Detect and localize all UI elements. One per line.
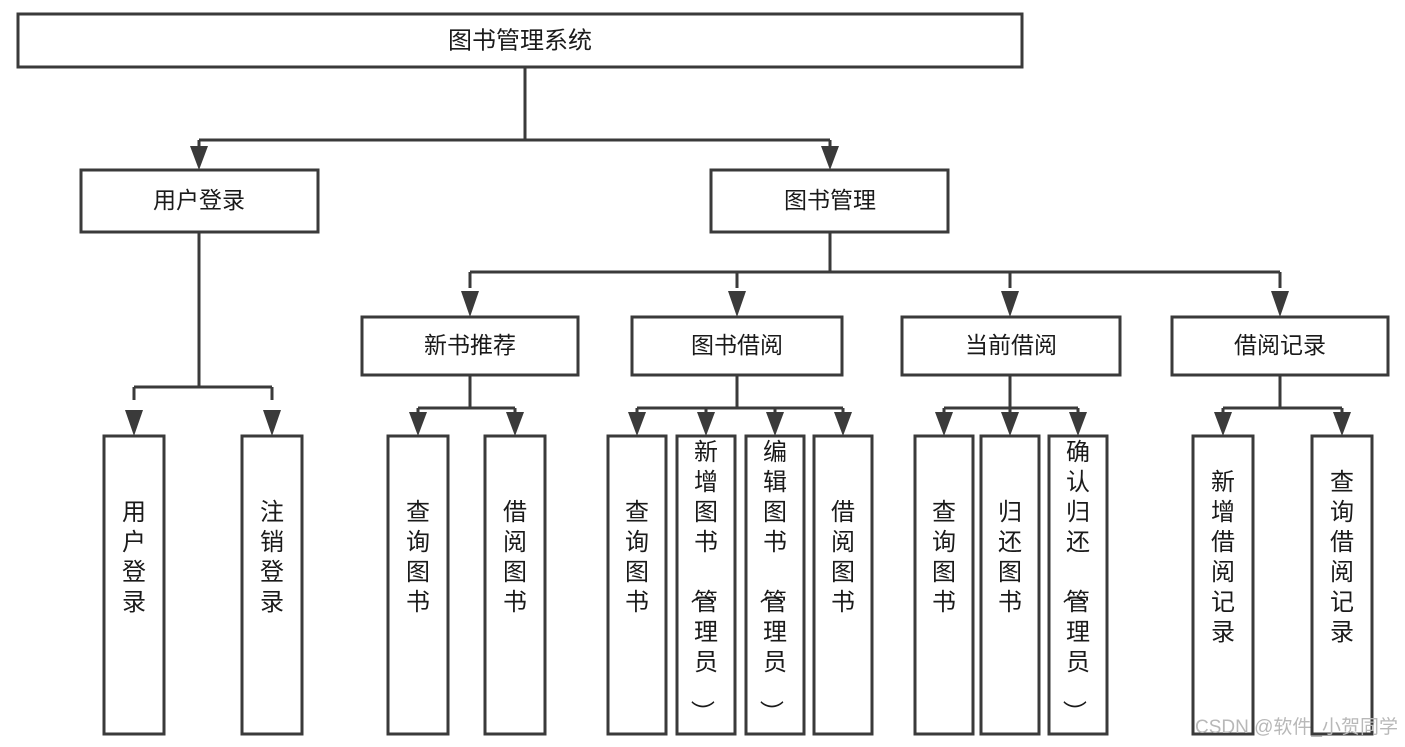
- arrow-head-leaf-borrow-book-2: [834, 412, 852, 436]
- leaf-return-book[interactable]: 归还图书: [979, 434, 1041, 736]
- leaf-add-book-label: 新增图书（管理员）: [688, 439, 718, 724]
- arrow-head-book-borrow: [728, 291, 746, 317]
- node-current-borrow-box[interactable]: [900, 315, 1122, 377]
- arrow-head-leaf-logout-login: [263, 410, 281, 436]
- arrow-head-leaf-add-record: [1214, 412, 1232, 436]
- leaf-borrow-book-1-label: 借阅图书: [503, 499, 527, 616]
- leaf-query-record-label: 查询借阅记录: [1330, 469, 1354, 646]
- leaf-query-book-3-label: 查询图书: [932, 499, 956, 616]
- arrow-head-leaf-add-book: [697, 412, 715, 436]
- leaf-return-book-box[interactable]: [979, 434, 1041, 736]
- node-book-manage-box[interactable]: [709, 168, 950, 234]
- leaf-borrow-book-1[interactable]: 借阅图书: [483, 434, 547, 736]
- leaf-query-book-2[interactable]: 查询图书: [606, 434, 668, 736]
- arrow-head-leaf-query-book-1: [409, 412, 427, 436]
- arrow-head-leaf-query-book-3: [935, 412, 953, 436]
- leaf-borrow-book-2-box[interactable]: [812, 434, 874, 736]
- leaf-confirm-return-label: 确认归还（管理员）: [1060, 439, 1090, 724]
- arrow-head-current-borrow: [1001, 291, 1019, 317]
- arrow-head-book-manage: [821, 146, 839, 170]
- leaf-edit-book-label: 编辑图书（管理员）: [757, 439, 787, 724]
- arrow-head-new-book: [461, 291, 479, 317]
- leaf-query-record[interactable]: 查询借阅记录: [1310, 434, 1374, 736]
- leaf-add-record-label: 新增借阅记录: [1211, 469, 1235, 646]
- leaf-confirm-return-box[interactable]: [1047, 434, 1109, 736]
- leaf-user-login[interactable]: 用户登录: [102, 434, 166, 736]
- leaf-logout-login-box[interactable]: [240, 434, 304, 736]
- leaf-layer: 用户登录 注销登录 查询图书 借阅图书 查询图书 新增图书（管理员）: [102, 434, 1374, 736]
- node-root-box[interactable]: [16, 12, 1024, 69]
- leaf-borrow-book-2-label: 借阅图书: [831, 499, 855, 616]
- node-borrow-record[interactable]: 借阅记录: [1170, 315, 1390, 377]
- node-user-login-box[interactable]: [79, 168, 320, 234]
- arrow-head-borrow-record: [1271, 291, 1289, 317]
- arrow-head-leaf-borrow-book-1: [506, 412, 524, 436]
- node-new-book-recommend-box[interactable]: [360, 315, 580, 377]
- node-borrow-record-label: 借阅记录: [1234, 332, 1326, 358]
- leaf-add-book[interactable]: 新增图书（管理员）: [675, 434, 737, 736]
- arrow-head-leaf-confirm-return: [1069, 412, 1087, 436]
- node-current-borrow-label: 当前借阅: [965, 332, 1057, 358]
- node-root[interactable]: 图书管理系统: [16, 12, 1024, 69]
- node-book-borrow-label: 图书借阅: [691, 332, 783, 358]
- arrow-head-leaf-query-record: [1333, 412, 1351, 436]
- leaf-borrow-book-2[interactable]: 借阅图书: [812, 434, 874, 736]
- leaf-edit-book-box[interactable]: [744, 434, 806, 736]
- arrow-head-leaf-user-login: [125, 410, 143, 436]
- node-new-book-recommend[interactable]: 新书推荐: [360, 315, 580, 377]
- leaf-edit-book[interactable]: 编辑图书（管理员）: [744, 434, 806, 736]
- node-borrow-record-box[interactable]: [1170, 315, 1390, 377]
- arrow-head-leaf-return-book: [1001, 412, 1019, 436]
- node-current-borrow[interactable]: 当前借阅: [900, 315, 1122, 377]
- node-book-manage[interactable]: 图书管理: [709, 168, 950, 234]
- node-user-login[interactable]: 用户登录: [79, 168, 320, 234]
- leaf-return-book-label: 归还图书: [998, 499, 1022, 616]
- leaf-query-book-1-box[interactable]: [386, 434, 450, 736]
- node-user-login-label: 用户登录: [153, 187, 245, 213]
- leaf-user-login-label: 用户登录: [122, 499, 146, 616]
- watermark-label: CSDN @软件_小贺同学: [1195, 716, 1398, 738]
- leaf-query-book-1[interactable]: 查询图书: [386, 434, 450, 736]
- leaf-query-book-2-box[interactable]: [606, 434, 668, 736]
- connector-layer: [125, 67, 1351, 436]
- node-new-book-recommend-label: 新书推荐: [424, 332, 516, 358]
- leaf-borrow-book-1-box[interactable]: [483, 434, 547, 736]
- leaf-logout-login[interactable]: 注销登录: [240, 434, 304, 736]
- leaf-query-book-1-label: 查询图书: [406, 499, 430, 616]
- leaf-query-book-2-label: 查询图书: [625, 499, 649, 616]
- leaf-user-login-box[interactable]: [102, 434, 166, 736]
- leaf-add-book-box[interactable]: [675, 434, 737, 736]
- arrow-head-leaf-edit-book: [766, 412, 784, 436]
- leaf-add-record-box[interactable]: [1191, 434, 1255, 736]
- node-book-manage-label: 图书管理: [784, 187, 876, 213]
- node-root-label: 图书管理系统: [448, 27, 592, 54]
- node-book-borrow[interactable]: 图书借阅: [630, 315, 844, 377]
- leaf-add-record[interactable]: 新增借阅记录: [1191, 434, 1255, 736]
- leaf-confirm-return[interactable]: 确认归还（管理员）: [1047, 434, 1109, 736]
- leaf-logout-login-label: 注销登录: [260, 499, 284, 616]
- leaf-query-book-3-box[interactable]: [913, 434, 975, 736]
- leaf-query-record-box[interactable]: [1310, 434, 1374, 736]
- arrow-head-leaf-query-book-2: [628, 412, 646, 436]
- leaf-query-book-3[interactable]: 查询图书: [913, 434, 975, 736]
- node-book-borrow-box[interactable]: [630, 315, 844, 377]
- arrow-head-user-login: [190, 146, 208, 170]
